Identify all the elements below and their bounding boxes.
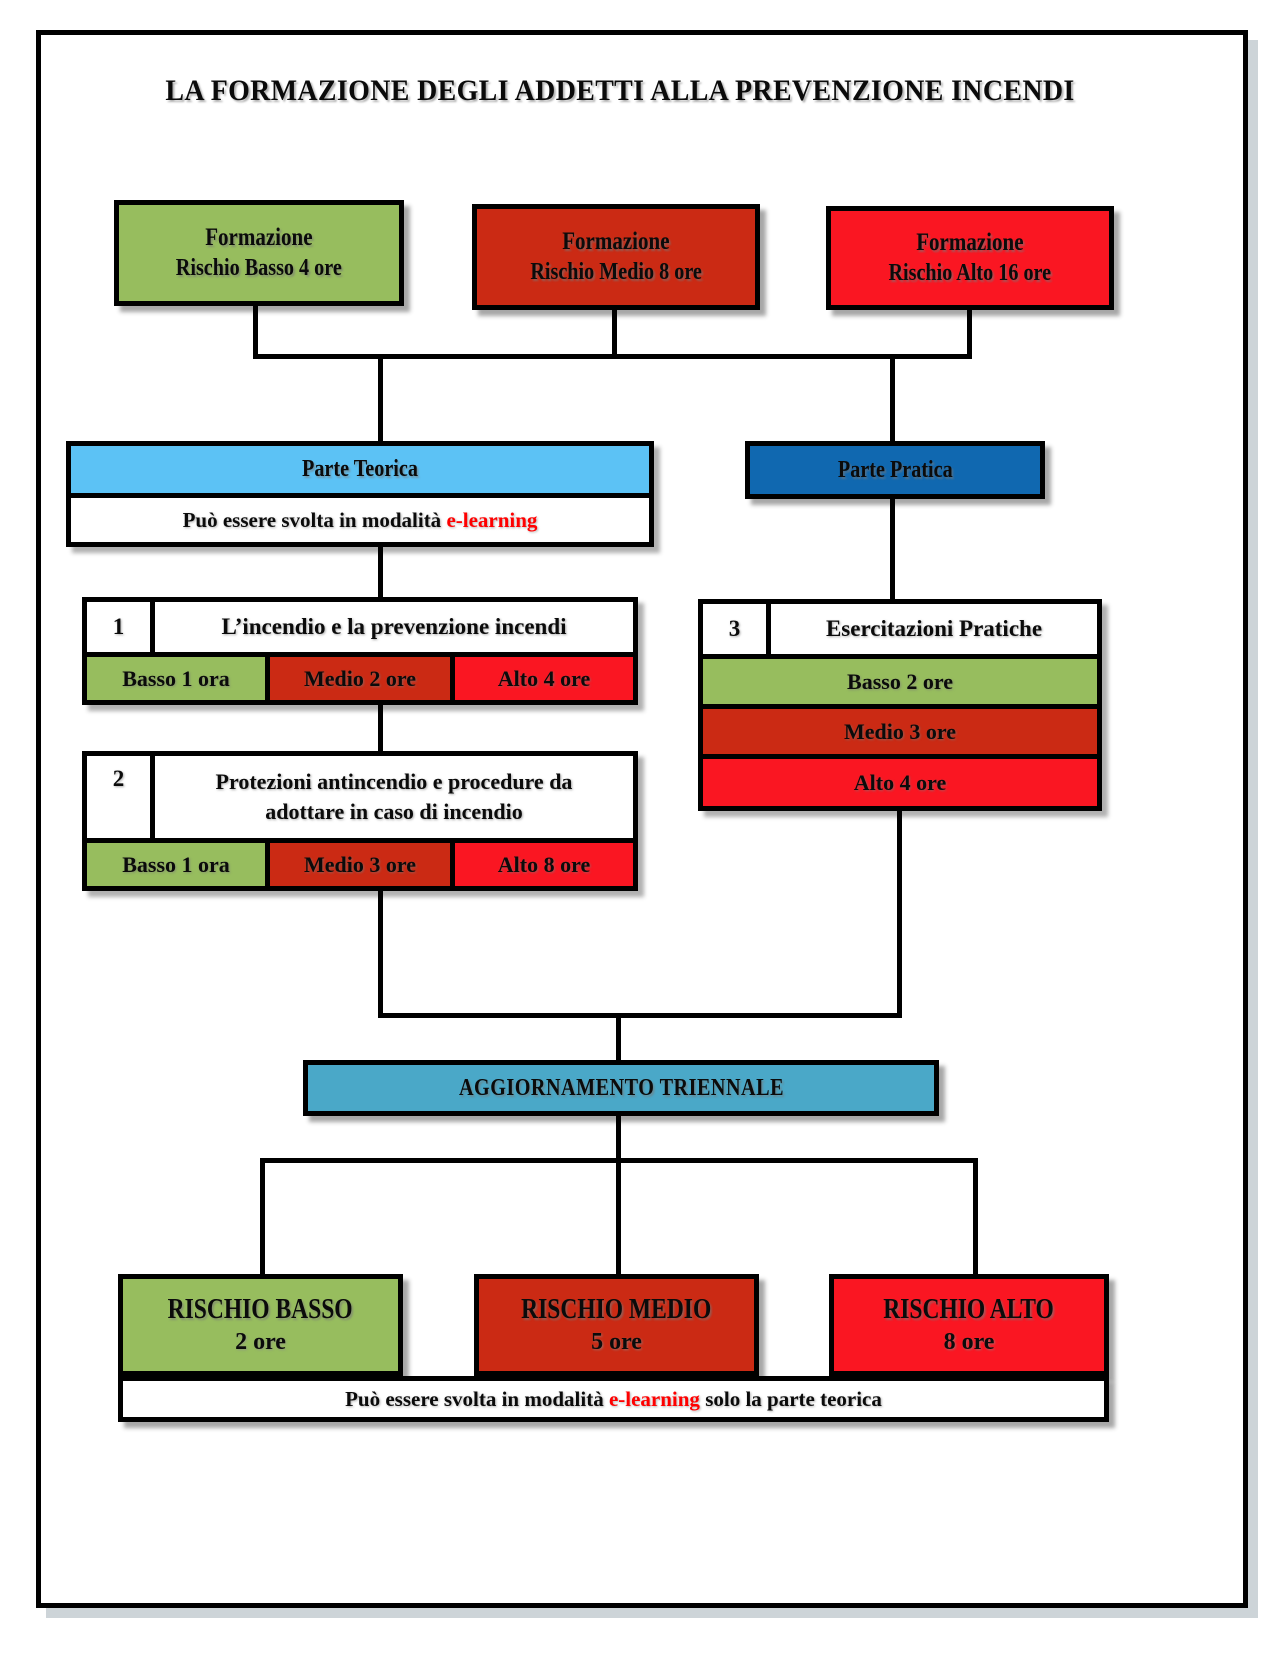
training-box-basso-line2: Rischio Basso 4 ore — [176, 255, 342, 281]
refresher-box-alto[interactable]: RISCHIO ALTO 8 ore — [829, 1274, 1109, 1376]
refresher-note: Può essere svolta in modalità e-learning… — [118, 1376, 1109, 1422]
parte-teorica-header: Parte Teorica — [71, 446, 649, 498]
module-3-number: 3 — [703, 604, 771, 654]
parte-pratica-header[interactable]: Parte Pratica — [745, 441, 1045, 499]
module-3-label: Esercitazioni Pratiche — [771, 604, 1097, 654]
module-1-hours-medio: Medio 2 ore — [270, 657, 455, 700]
connector-teorica-down — [378, 547, 383, 597]
training-box-basso[interactable]: Formazione Rischio Basso 4 ore — [114, 200, 404, 306]
training-box-basso-line1: Formazione — [205, 224, 313, 251]
training-box-medio-line2: Rischio Medio 8 ore — [530, 259, 702, 285]
connector-bus-horizontal — [253, 354, 972, 359]
module-1-label: L’incendio e la prevenzione incendi — [155, 602, 633, 652]
connector-module2-down — [378, 891, 383, 1018]
refresher-box-basso[interactable]: RISCHIO BASSO 2 ore — [118, 1274, 403, 1376]
module-1-block[interactable]: 1 L’incendio e la prevenzione incendi Ba… — [82, 597, 638, 705]
module-2-hours-medio: Medio 3 ore — [270, 843, 455, 886]
parte-teorica-note: Può essere svolta in modalità e-learning — [71, 498, 649, 542]
module-2-label-line1: Protezioni antincendio e procedure da — [215, 769, 573, 794]
connector-fan-medio — [616, 1158, 621, 1276]
connector-aggiornamento-down — [616, 1116, 621, 1162]
connector-pratica-down — [890, 499, 895, 599]
refresher-box-alto-line1: RISCHIO ALTO — [883, 1294, 1055, 1325]
training-box-alto-line1: Formazione — [916, 229, 1024, 256]
refresher-box-medio-line2: 5 ore — [591, 1329, 642, 1355]
refresher-box-basso-line1: RISCHIO BASSO — [168, 1294, 353, 1325]
page-title: LA FORMAZIONE DEGLI ADDETTI ALLA PREVENZ… — [165, 74, 1075, 107]
training-box-medio-line1: Formazione — [562, 228, 670, 255]
module-3-hours-alto: Alto 4 ore — [703, 759, 1097, 806]
refresher-box-medio-line1: RISCHIO MEDIO — [521, 1294, 712, 1325]
connector-module1-down — [378, 705, 383, 751]
module-1-title-row: 1 L’incendio e la prevenzione incendi — [87, 602, 633, 657]
connector-fan-alto — [973, 1158, 978, 1276]
training-box-alto-line2: Rischio Alto 16 ore — [888, 260, 1052, 286]
module-2-title-row: 2 Protezioni antincendio e procedure da … — [87, 756, 633, 843]
refresher-box-basso-line2: 2 ore — [235, 1329, 286, 1355]
module-1-hours-row: Basso 1 ora Medio 2 ore Alto 4 ore — [87, 657, 633, 700]
refresher-box-medio[interactable]: RISCHIO MEDIO 5 ore — [474, 1274, 759, 1376]
connector-medio-down — [612, 310, 617, 358]
module-3-block[interactable]: 3 Esercitazioni Pratiche Basso 2 ore Med… — [698, 599, 1102, 811]
refresher-box-alto-line2: 8 ore — [943, 1329, 995, 1355]
module-3-hours-medio: Medio 3 ore — [703, 709, 1097, 759]
training-box-alto[interactable]: Formazione Rischio Alto 16 ore — [826, 206, 1114, 310]
module-2-label: Protezioni antincendio e procedure da ad… — [155, 756, 633, 838]
module-2-label-line2: adottare in caso di incendio — [265, 799, 523, 824]
module-2-block[interactable]: 2 Protezioni antincendio e procedure da … — [82, 751, 638, 891]
module-1-number: 1 — [87, 602, 155, 652]
module-2-hours-row: Basso 1 ora Medio 3 ore Alto 8 ore — [87, 843, 633, 886]
module-3-title-row: 3 Esercitazioni Pratiche — [703, 604, 1097, 659]
module-2-hours-basso: Basso 1 ora — [87, 843, 270, 886]
aggiornamento-triennale-box[interactable]: AGGIORNAMENTO TRIENNALE — [303, 1060, 939, 1116]
connector-basso-down — [253, 306, 258, 358]
module-1-hours-basso: Basso 1 ora — [87, 657, 270, 700]
connector-alto-down — [967, 310, 972, 358]
refresher-note-suffix: solo la parte teorica — [699, 1386, 882, 1411]
module-1-hours-alto: Alto 4 ore — [455, 657, 633, 700]
module-2-hours-alto: Alto 8 ore — [455, 843, 633, 886]
connector-to-aggiornamento — [616, 1013, 621, 1063]
training-box-medio[interactable]: Formazione Rischio Medio 8 ore — [472, 204, 760, 310]
parte-teorica-block[interactable]: Parte Teorica Può essere svolta in modal… — [66, 441, 654, 547]
connector-module3-down — [897, 811, 902, 1018]
connector-to-pratica — [890, 354, 895, 444]
module-3-hours-basso: Basso 2 ore — [703, 659, 1097, 709]
connector-fan-basso — [260, 1158, 265, 1276]
teorica-note-elearning: e-learning — [446, 507, 538, 532]
connector-merge-horizontal — [378, 1013, 902, 1018]
refresher-note-elearning: e-learning — [608, 1386, 700, 1411]
connector-to-teorica — [378, 354, 383, 444]
refresher-note-prefix: Può essere svolta in modalità — [345, 1386, 609, 1411]
teorica-note-prefix: Può essere svolta in modalità — [182, 507, 447, 532]
module-2-number: 2 — [87, 756, 155, 838]
